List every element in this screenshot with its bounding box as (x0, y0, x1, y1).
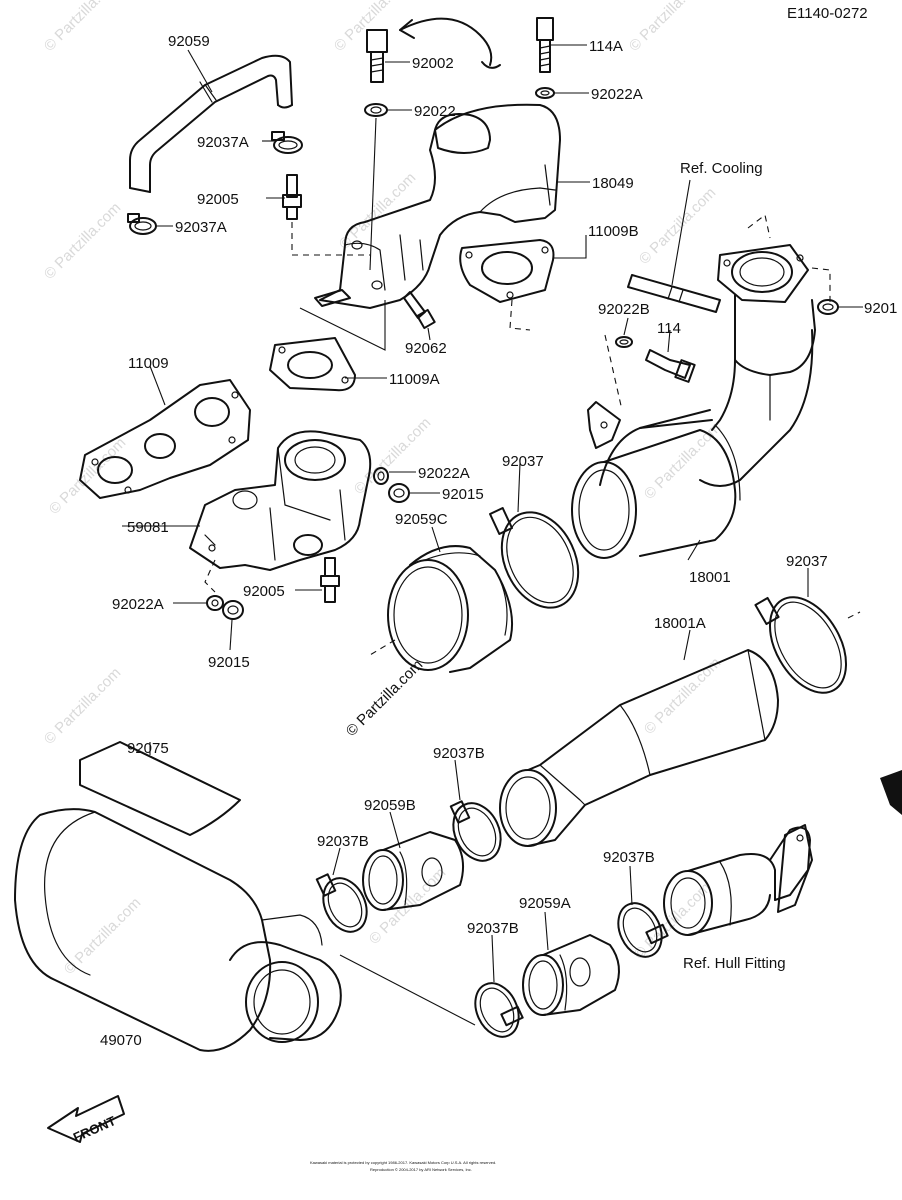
watermark: © Partzilla.com (41, 0, 124, 55)
label-92005-mid: 92005 (243, 583, 285, 600)
nut-9201x (817, 299, 839, 315)
clamp-92037-mid (489, 507, 580, 609)
label-92037-right: 92037 (786, 553, 828, 570)
shield-92075 (79, 741, 241, 836)
label-92037B-4: 92037B (603, 849, 655, 866)
label-92022A-mid: 92022A (418, 465, 470, 482)
cone-pipe-18001A (499, 649, 779, 847)
label-11009: 11009 (128, 355, 169, 372)
label-92075: 92075 (127, 740, 169, 757)
label-92022A-top: 92022A (591, 86, 643, 103)
nipple-92005-upper (282, 174, 370, 256)
label-92022A-low: 92022A (112, 596, 164, 613)
coupling-92059C (369, 545, 514, 673)
coupling-92059A (522, 934, 620, 1016)
watermark: © Partzilla.com (41, 199, 124, 282)
label-92005-top: 92005 (197, 191, 239, 208)
clamp-92037B-1 (449, 800, 502, 862)
label-11009A: 11009A (389, 371, 440, 388)
label-92037B-2: 92037B (317, 833, 369, 850)
label-92059B: 92059B (364, 797, 416, 814)
label-92002: 92002 (412, 55, 454, 72)
label-18001A: 18001A (654, 615, 706, 632)
label-92015-low: 92015 (208, 654, 250, 671)
washer-92022B (615, 336, 633, 348)
clamp-92037B-4 (617, 902, 669, 958)
gasket-11009 (79, 379, 251, 499)
label-114A: 114A (589, 38, 623, 55)
label-92037B-1: 92037B (433, 745, 485, 762)
clamp-92037B-3 (474, 982, 524, 1038)
washer-92022A-top (535, 87, 555, 99)
label-ref-cooling: Ref. Cooling (680, 160, 763, 177)
washer-92022 (364, 103, 388, 271)
gasket-11009A (269, 300, 386, 392)
clamp-92037A-upper (271, 131, 303, 154)
label-92037A-upper: 92037A (197, 134, 249, 151)
label-92022B: 92022B (598, 301, 650, 318)
washer-92022A-mid (373, 467, 389, 485)
label-92022: 92022 (414, 103, 456, 120)
manifold-59081 (189, 430, 372, 593)
watermark: © Partzilla.com (336, 169, 419, 252)
exhaust-pipe-18001 (571, 294, 816, 559)
label-92059C: 92059C (395, 511, 448, 528)
label-18049: 18049 (592, 175, 634, 192)
label-59081: 59081 (127, 519, 169, 536)
watermark: © Partzilla.com (41, 664, 124, 747)
washer-92022A-low (206, 595, 224, 611)
diagram-code: E1140-0272 (787, 5, 868, 22)
front-arrow: FRONT (47, 1095, 125, 1145)
nipple-92005-mid (320, 557, 340, 603)
part-labels: 92059 92002 114A 92022A 92022 92037A 180… (100, 33, 897, 1049)
bolt-114A (536, 17, 554, 73)
label-92037-mid: 92037 (502, 453, 544, 470)
nut-92015-mid (388, 483, 410, 503)
clamp-92037B-2 (315, 873, 368, 933)
label-9201x: 9201 (864, 300, 897, 317)
copyright-line-1: Kawasaki material is protected by copyri… (310, 1160, 496, 1165)
label-92037A-lower: 92037A (175, 219, 227, 236)
label-92037B-3: 92037B (467, 920, 519, 937)
label-92059A: 92059A (519, 895, 571, 912)
cooling-tube (627, 179, 721, 313)
flange-top-right (717, 214, 831, 305)
edge-mark (880, 770, 902, 815)
nut-92015-low (222, 600, 244, 620)
sensor-92062 (403, 291, 436, 330)
hull-fitting-elbow (663, 824, 813, 936)
muffler-49070 (14, 808, 476, 1052)
label-92059: 92059 (168, 33, 210, 50)
watermark: © Partzilla.com (641, 419, 724, 502)
label-114: 114 (657, 320, 681, 337)
label-92062: 92062 (405, 340, 447, 357)
watermark: © Partzilla.com (641, 654, 724, 737)
label-49070: 49070 (100, 1032, 142, 1049)
elbow-18049 (314, 103, 561, 309)
label-92015-mid: 92015 (442, 486, 484, 503)
label-11009B: 11009B (588, 223, 639, 240)
front-arrow-label: FRONT (71, 1113, 118, 1145)
leader-lines (122, 44, 863, 983)
watermark-center: © Partzilla.com (343, 656, 426, 739)
clamp-92037-right (754, 596, 861, 694)
bolt-92002 (366, 29, 388, 83)
coupling-92059B (362, 831, 465, 911)
gasket-11009B (459, 239, 555, 331)
clamp-92037A-lower (127, 213, 157, 235)
bolt-114 (645, 349, 696, 383)
watermark: © Partzilla.com (626, 0, 709, 55)
rotation-arrow (399, 17, 501, 69)
watermark: © Partzilla.com (46, 434, 129, 517)
copyright-line-2: Reproduction © 2004-2017 by ARI Network … (370, 1167, 472, 1172)
label-18001: 18001 (689, 569, 731, 586)
label-ref-hull-fitting: Ref. Hull Fitting (683, 955, 786, 972)
hose-92059 (129, 54, 293, 193)
